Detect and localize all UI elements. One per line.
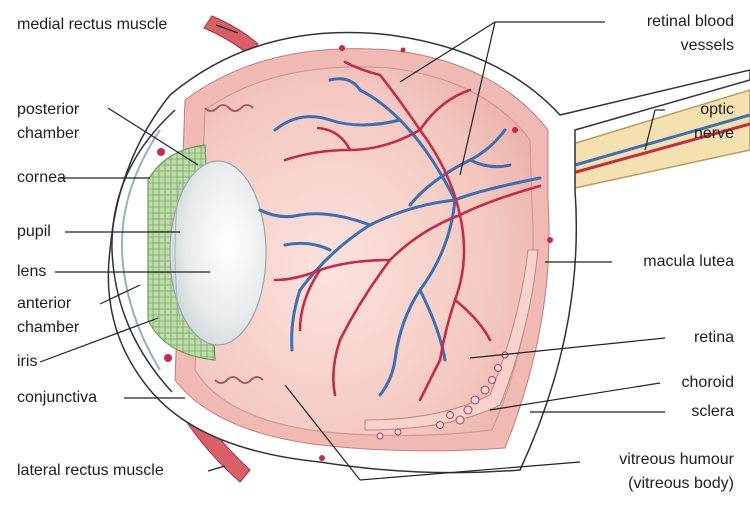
label-lens: lens [17, 262, 46, 282]
lens [170, 161, 266, 345]
label-retinal-blood-vessels-line2: vessels [681, 36, 734, 56]
label-conjunctiva: conjunctiva [17, 388, 97, 408]
label-optic-nerve-line2: nerve [694, 124, 734, 144]
label-anterior-chamber-line1: anterior [17, 294, 71, 314]
label-posterior-chamber-line2: chamber [17, 124, 79, 144]
label-optic-nerve-line1: optic [700, 100, 734, 120]
label-cornea: cornea [17, 168, 66, 188]
label-iris: iris [17, 352, 37, 372]
label-vitreous-humour-line1: vitreous humour [619, 450, 734, 470]
label-vitreous-humour-line2: (vitreous body) [628, 474, 734, 494]
label-retinal-blood-vessels-line1: retinal blood [647, 12, 734, 32]
label-lateral-rectus-muscle: lateral rectus muscle [17, 461, 164, 481]
label-macula-lutea: macula lutea [643, 252, 734, 272]
label-anterior-chamber-line2: chamber [17, 318, 79, 338]
label-medial-rectus-muscle: medial rectus muscle [17, 15, 167, 35]
label-posterior-chamber-line1: posterior [17, 100, 79, 120]
label-pupil: pupil [17, 222, 51, 242]
label-sclera: sclera [691, 402, 734, 422]
label-retina: retina [694, 328, 734, 348]
label-choroid: choroid [682, 373, 734, 393]
